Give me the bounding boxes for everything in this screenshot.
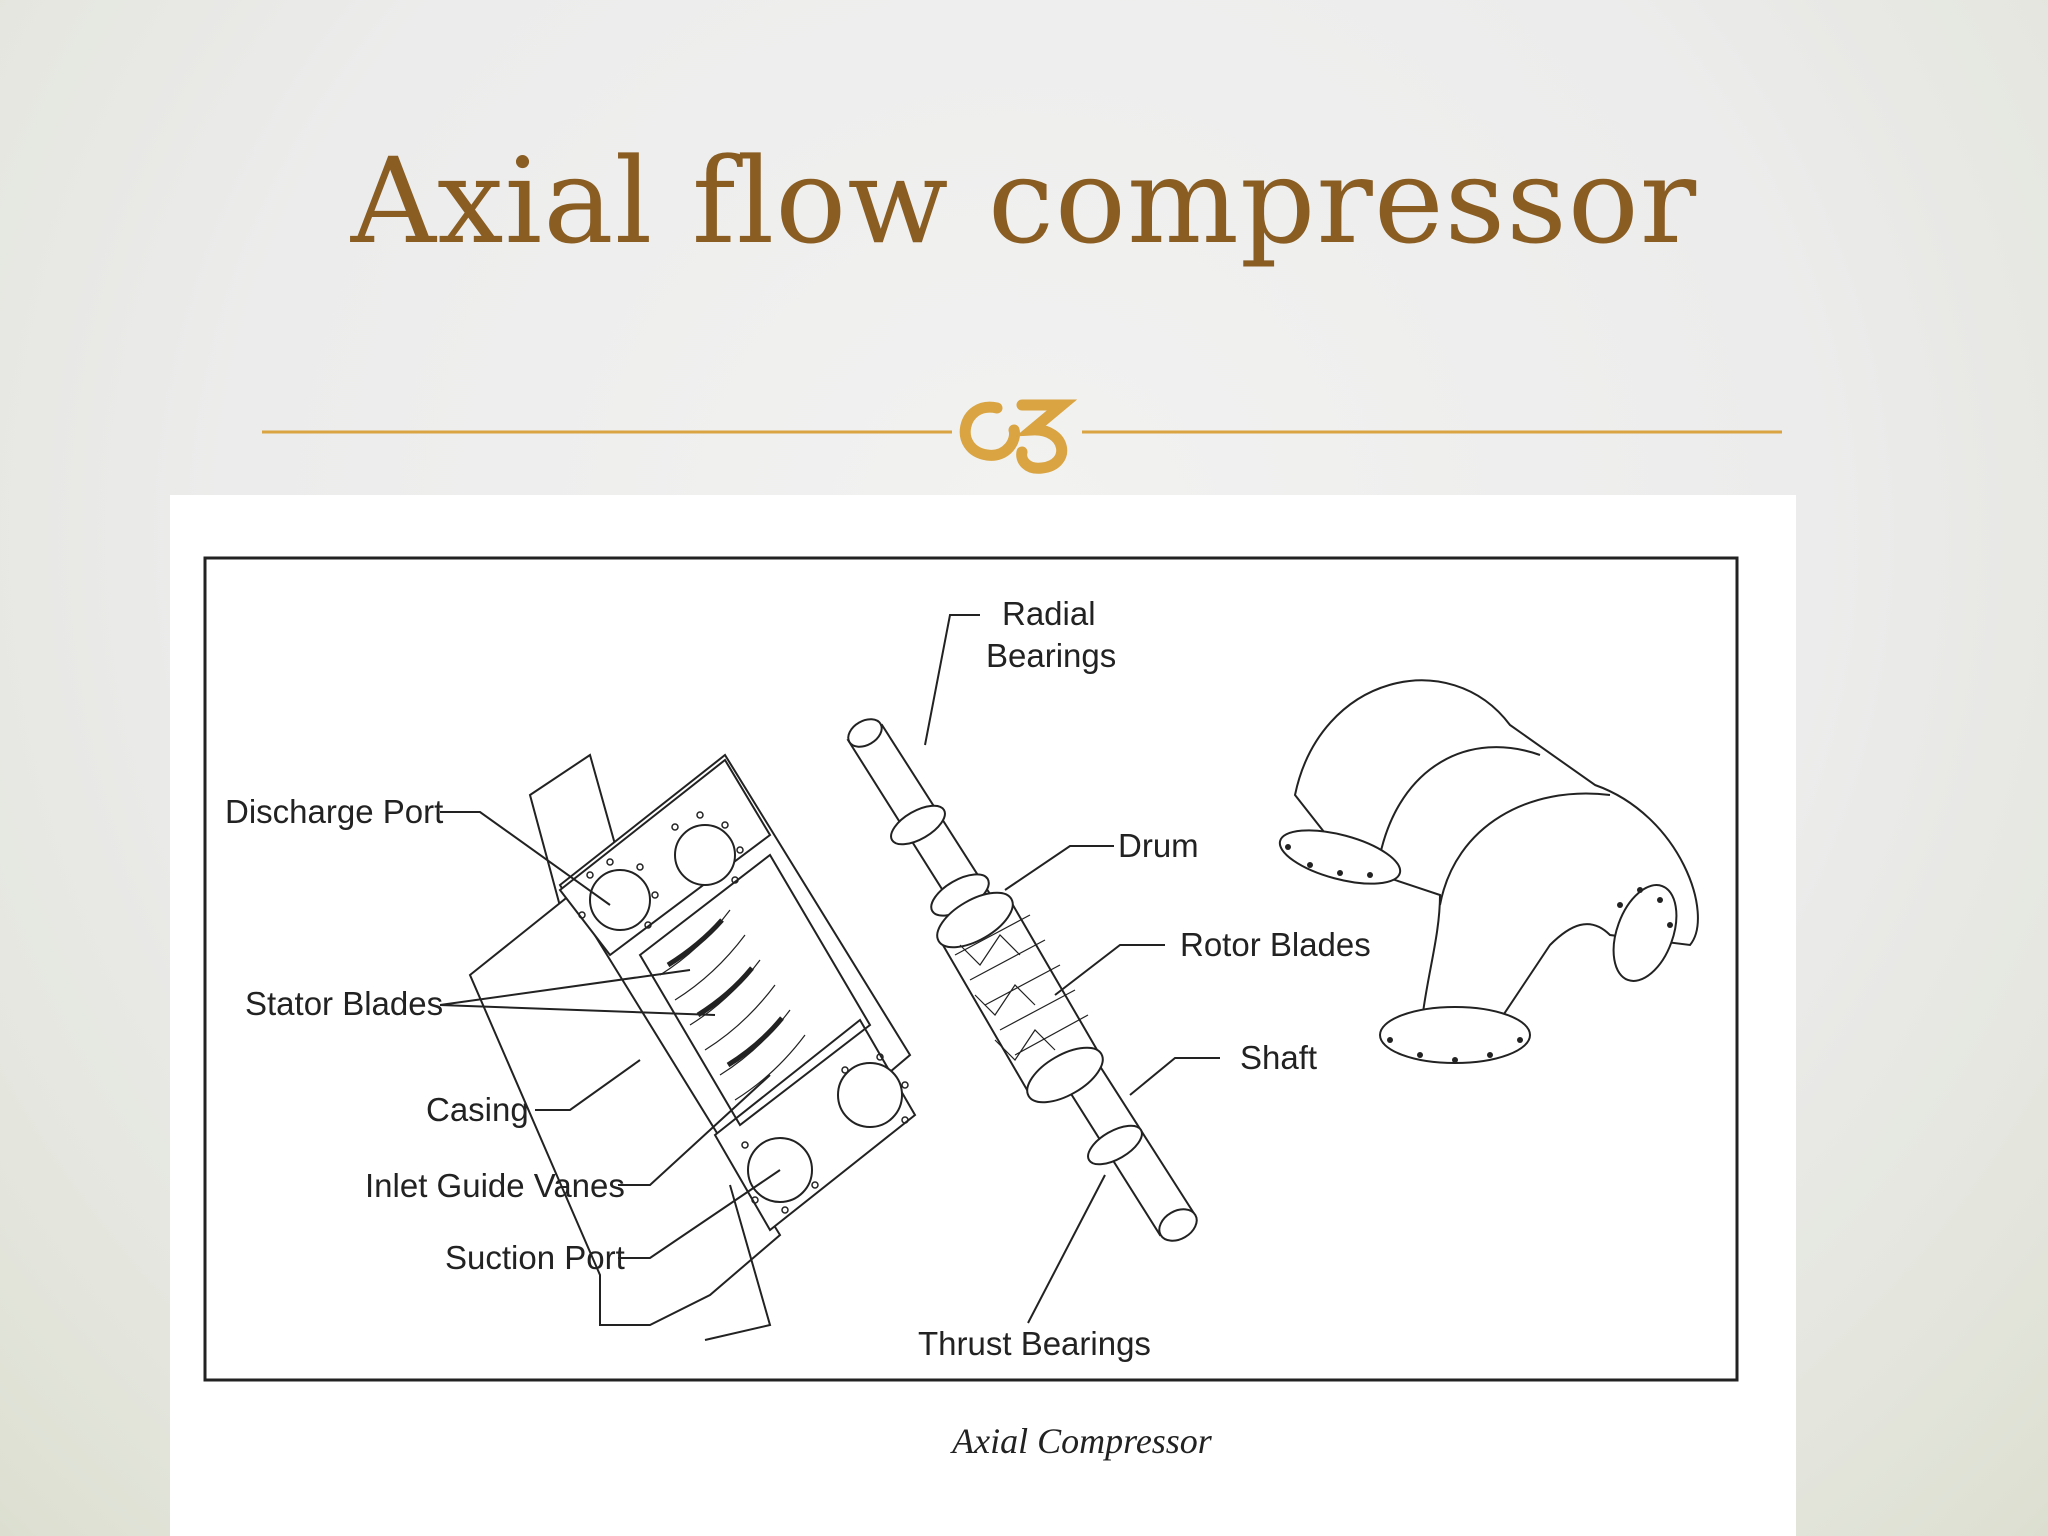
ornament-flourish-icon: [959, 399, 1078, 474]
label-stator-blades: Stator Blades: [245, 985, 443, 1022]
label-bearings: Bearings: [986, 637, 1116, 674]
leader-discharge-port: [440, 811, 611, 906]
pipe-elbows-drawing: [1278, 679, 1699, 1064]
leader-shaft: [1129, 1057, 1220, 1096]
casing-drawing: [468, 753, 917, 1341]
label-radial: Radial: [1002, 595, 1096, 632]
label-drum: Drum: [1118, 827, 1199, 864]
title-divider: [262, 399, 1782, 474]
rotor-shaft-drawing: [846, 718, 1198, 1242]
diagram-caption: Axial Compressor: [950, 1421, 1213, 1461]
leader-suction-port: [618, 1169, 781, 1259]
label-rotor-blades: Rotor Blades: [1180, 926, 1371, 963]
slide-title: Axial flow compressor: [350, 132, 1698, 270]
leader-radial-bearings: [924, 614, 980, 746]
label-thrust-bearings: Thrust Bearings: [918, 1325, 1151, 1362]
leader-rotor-blades: [1054, 944, 1165, 996]
label-casing: Casing: [426, 1091, 529, 1128]
diagram-frame: [203, 556, 1739, 1382]
leader-thrust-bearings: [1027, 1174, 1106, 1324]
label-discharge-port: Discharge Port: [225, 793, 443, 830]
leader-stator-blades-b: [439, 1004, 716, 1016]
leader-casing: [535, 1059, 641, 1111]
leader-drum: [1004, 845, 1114, 891]
label-inlet-guide-vanes: Inlet Guide Vanes: [365, 1167, 625, 1204]
label-shaft: Shaft: [1240, 1039, 1317, 1076]
leader-inlet-guide-vanes: [618, 1074, 771, 1186]
axial-compressor-diagram: Radial Bearings Drum Rotor Blades Shaft …: [203, 556, 1739, 1461]
leader-stator-blades-a: [439, 969, 691, 1006]
diagram-figure: Radial Bearings Drum Rotor Blades Shaft …: [170, 495, 1796, 1536]
label-suction-port: Suction Port: [445, 1239, 625, 1276]
leader-lines: [439, 614, 1220, 1324]
